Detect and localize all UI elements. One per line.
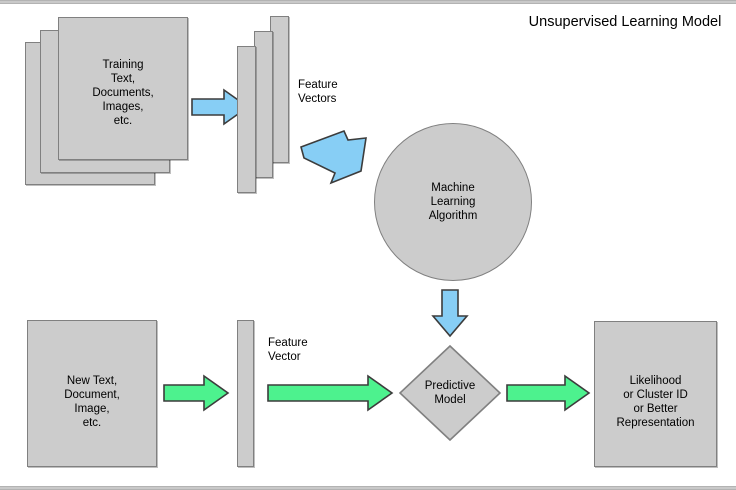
feature-vectors-caption: Feature Vectors	[298, 79, 338, 105]
output-document: Likelihood or Cluster ID or Better Repre…	[594, 321, 717, 467]
arrow-docs-to-vectors	[190, 88, 250, 126]
machine-learning-algorithm-node: Machine Learning Algorithm	[374, 123, 532, 281]
diagram-title: Unsupervised Learning Model	[528, 14, 722, 30]
right-arrow-icon	[163, 374, 230, 412]
new-input-document: New Text, Document, Image, etc.	[27, 320, 157, 467]
feature-vector-bar-middle	[254, 31, 273, 178]
frame-top-border	[0, 0, 736, 4]
frame-bottom-border	[0, 486, 736, 490]
arrow-algorithm-to-model	[430, 288, 470, 338]
right-arrow-icon	[267, 374, 394, 412]
machine-learning-algorithm-label: Machine Learning Algorithm	[428, 182, 478, 222]
output-label: Likelihood or Cluster ID or Better Repre…	[616, 375, 695, 429]
training-documents-label: Training Text, Documents, Images, etc.	[92, 59, 154, 127]
arrow-vector-to-model	[266, 373, 394, 413]
predictive-model-node: Predictive Model	[398, 344, 502, 442]
feature-vector-caption: Feature Vector	[268, 337, 308, 363]
arrow-vectors-to-algorithm	[298, 128, 374, 188]
new-input-label: New Text, Document, Image, etc.	[64, 375, 120, 429]
feature-vector-bar-front	[237, 46, 256, 193]
right-arrow-icon	[191, 88, 250, 126]
diagonal-down-right-arrow-icon	[300, 129, 367, 185]
feature-vector-bar-single	[237, 320, 254, 467]
arrow-model-to-output	[505, 373, 591, 413]
arrow-input-to-vector	[162, 373, 230, 413]
training-documents-sheet-front: Training Text, Documents, Images, etc.	[58, 17, 188, 160]
diamond-node-icon	[398, 344, 502, 442]
down-arrow-icon	[431, 289, 469, 338]
right-arrow-icon	[506, 374, 591, 412]
